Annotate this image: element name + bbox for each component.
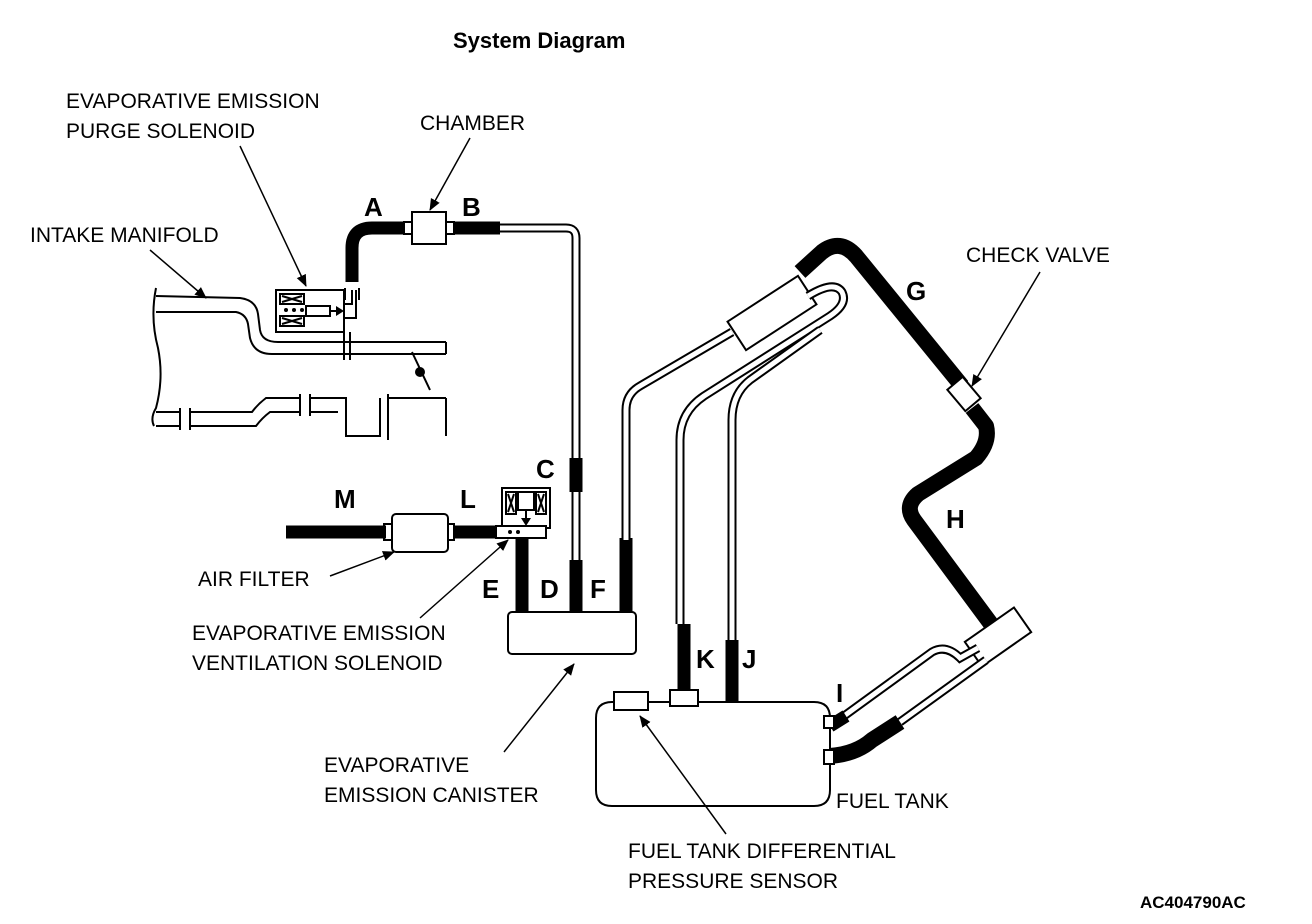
air-filter [383,513,455,553]
callout-check-valve: CHECK VALVE [966,244,1110,267]
diagram-title: System Diagram [453,28,625,53]
callout-canister: EVAPORATIVE EMISSION CANISTER [324,754,539,807]
upper-hose-fitting [726,274,818,352]
label-e: E [482,574,499,604]
callout-intake-manifold: INTAKE MANIFOLD [30,224,219,247]
callout-pressure-sensor: FUEL TANK DIFFERENTIAL PRESSURE SENSOR [628,840,901,893]
chamber [403,211,455,245]
callout-ventilation-solenoid: EVAPORATIVE EMISSION VENTILATION SOLENOI… [192,622,451,675]
callout-purge-solenoid: EVAPORATIVE EMISSION PURGE SOLENOID [66,90,325,143]
label-l: L [460,484,476,514]
intake-manifold [151,287,447,440]
callout-chamber: CHAMBER [420,112,525,135]
label-m: M [334,484,356,514]
ventilation-solenoid [495,487,551,539]
label-j: J [742,644,756,674]
label-a: A [364,192,383,222]
label-i: I [836,678,843,708]
evap-canister [507,611,637,655]
label-g: G [906,276,926,306]
hose-a [345,221,410,282]
pressure-sensor [613,691,649,711]
callout-fuel-tank: FUEL TANK [836,790,949,813]
throttle-valve-icon [411,351,431,391]
check-valve [945,375,983,413]
callout-air-filter: AIR FILTER [198,568,310,591]
figure-id: AC404790AC [1140,893,1246,912]
label-h: H [946,504,965,534]
fuel-tank [595,689,835,807]
label-k: K [696,644,715,674]
lower-hose-fitting [963,606,1033,668]
hose-h [901,403,1001,633]
label-f: F [590,574,606,604]
label-d: D [540,574,559,604]
purge-solenoid [275,289,357,360]
hose-g [794,238,969,392]
label-c: C [536,454,555,484]
label-b: B [462,192,481,222]
